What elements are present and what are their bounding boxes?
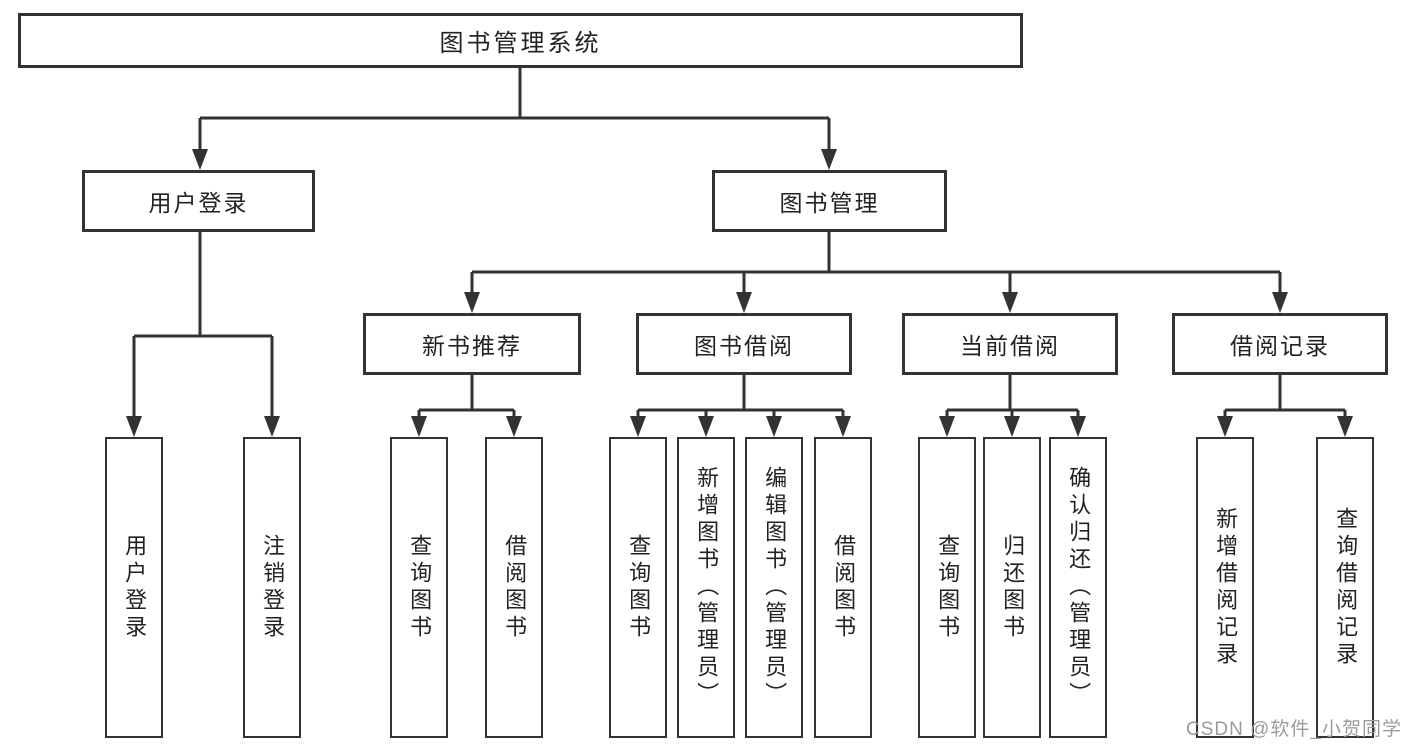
node-borrowing-records: 借阅记录 <box>1172 313 1388 375</box>
leaf-edit-books-admin: 编辑图书（管理员） <box>745 437 803 738</box>
node-user-login-label: 用户登录 <box>148 190 249 216</box>
node-current-borrowing: 当前借阅 <box>902 313 1118 375</box>
leaf-borrow-query-books: 查询图书 <box>609 437 667 738</box>
leaf-add-books-admin: 新增图书（管理员） <box>677 437 735 738</box>
leaf-return-books: 归还图书 <box>983 437 1041 738</box>
node-user-login: 用户登录 <box>82 170 315 232</box>
node-borrowing-records-label: 借阅记录 <box>1230 333 1330 359</box>
leaf-query-borrow-record-label: 查询借阅记录 <box>1333 506 1359 669</box>
leaf-recommend-query-books-label: 查询图书 <box>407 533 433 642</box>
leaf-borrow-books: 借阅图书 <box>814 437 872 738</box>
leaf-borrow-query-books-label: 查询图书 <box>626 533 652 642</box>
leaf-edit-books-admin-label: 编辑图书（管理员） <box>762 466 788 709</box>
leaf-recommend-query-books: 查询图书 <box>390 437 448 738</box>
node-book-management: 图书管理 <box>712 170 947 232</box>
leaf-borrow-books-label: 借阅图书 <box>831 533 857 642</box>
leaf-confirm-return-admin: 确认归还（管理员） <box>1049 437 1107 738</box>
leaf-confirm-return-admin-label: 确认归还（管理员） <box>1066 466 1092 709</box>
leaf-logout: 注销登录 <box>243 437 301 738</box>
node-new-book-recommendation: 新书推荐 <box>363 313 581 375</box>
leaf-add-books-admin-label: 新增图书（管理员） <box>694 466 720 709</box>
leaf-add-borrow-record: 新增借阅记录 <box>1196 437 1254 738</box>
node-library-system: 图书管理系统 <box>18 13 1023 68</box>
node-book-management-label: 图书管理 <box>779 190 880 216</box>
node-book-borrowing: 图书借阅 <box>636 313 852 375</box>
leaf-recommend-borrow-books: 借阅图书 <box>485 437 543 738</box>
leaf-logout-label: 注销登录 <box>260 533 286 642</box>
node-new-book-recommendation-label: 新书推荐 <box>422 333 522 359</box>
node-book-borrowing-label: 图书借阅 <box>694 333 794 359</box>
leaf-current-query-books-label: 查询图书 <box>935 533 961 642</box>
leaf-recommend-borrow-books-label: 借阅图书 <box>502 533 528 642</box>
leaf-add-borrow-record-label: 新增借阅记录 <box>1213 506 1239 669</box>
leaf-query-borrow-record: 查询借阅记录 <box>1316 437 1374 738</box>
leaf-return-books-label: 归还图书 <box>1000 533 1026 642</box>
node-current-borrowing-label: 当前借阅 <box>960 333 1060 359</box>
leaf-user-login: 用户登录 <box>105 437 163 738</box>
leaf-current-query-books: 查询图书 <box>918 437 976 738</box>
leaf-user-login-label: 用户登录 <box>122 533 148 642</box>
node-library-system-label: 图书管理系统 <box>439 30 602 57</box>
csdn-watermark: CSDN @软件_小贺同学 <box>1186 719 1402 740</box>
